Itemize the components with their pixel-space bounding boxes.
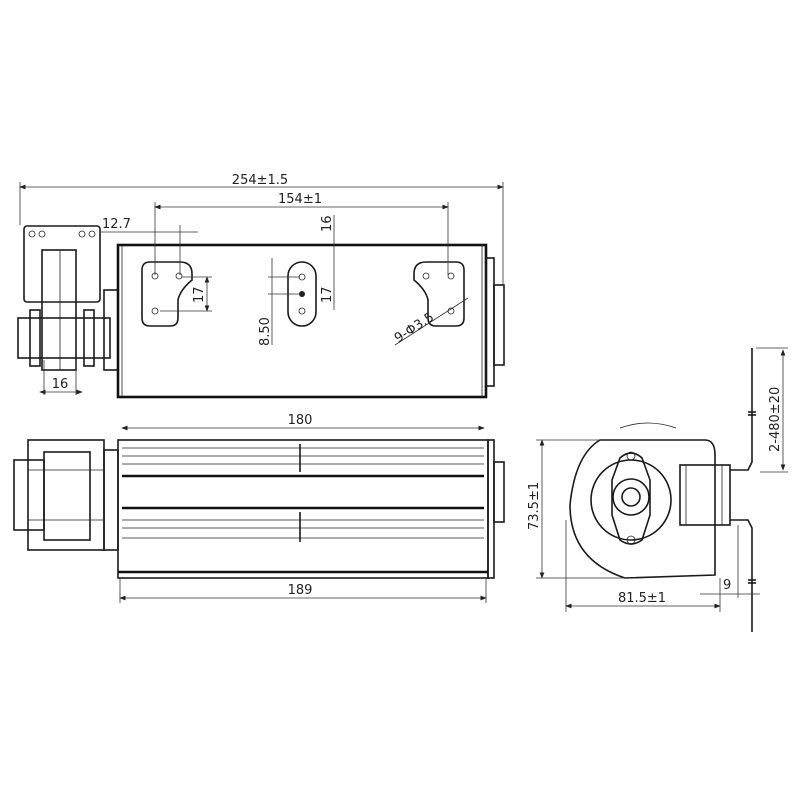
dim-mount-spacing: 154±1 xyxy=(278,192,322,207)
side-view: 73.5±1 81.5±1 9 2-480±20 xyxy=(527,347,788,632)
impeller xyxy=(122,444,484,542)
top-motor xyxy=(17,225,119,371)
scroll xyxy=(590,459,672,541)
dim-overall-length: 254±1.5 xyxy=(232,173,288,188)
dim-side-height: 73.5±1 xyxy=(527,482,542,530)
front-motor xyxy=(13,439,119,551)
mount-bracket-left xyxy=(141,261,193,327)
dim-bracket-offset: 12.7 xyxy=(102,217,131,232)
dim-bracket-top: 16 xyxy=(320,215,335,232)
top-view: 254±1.5 154±1 12.7 16 17 17 8.50 9-Φ3.5 … xyxy=(17,173,505,399)
dim-hole-callout: 9-Φ3.5 xyxy=(392,310,437,346)
dim-impeller-length: 180 xyxy=(288,413,313,428)
dim-center-offset: 8.50 xyxy=(258,317,273,346)
motor-coil xyxy=(679,464,731,526)
dim-left-hole-spacing: 17 xyxy=(192,286,207,303)
dim-lead-offset: 9 xyxy=(723,578,731,593)
lead-wire-2 xyxy=(730,519,753,632)
dim-housing-length: 189 xyxy=(288,583,313,598)
dim-motor-width: 16 xyxy=(52,377,69,392)
dim-lead-wires: 2-480±20 xyxy=(768,387,783,452)
dim-center-hole-spacing: 17 xyxy=(320,286,335,303)
lead-wire-1 xyxy=(730,348,753,471)
front-view: 180 189 xyxy=(13,413,505,603)
side-housing xyxy=(569,439,716,579)
dim-side-width: 81.5±1 xyxy=(618,591,666,606)
